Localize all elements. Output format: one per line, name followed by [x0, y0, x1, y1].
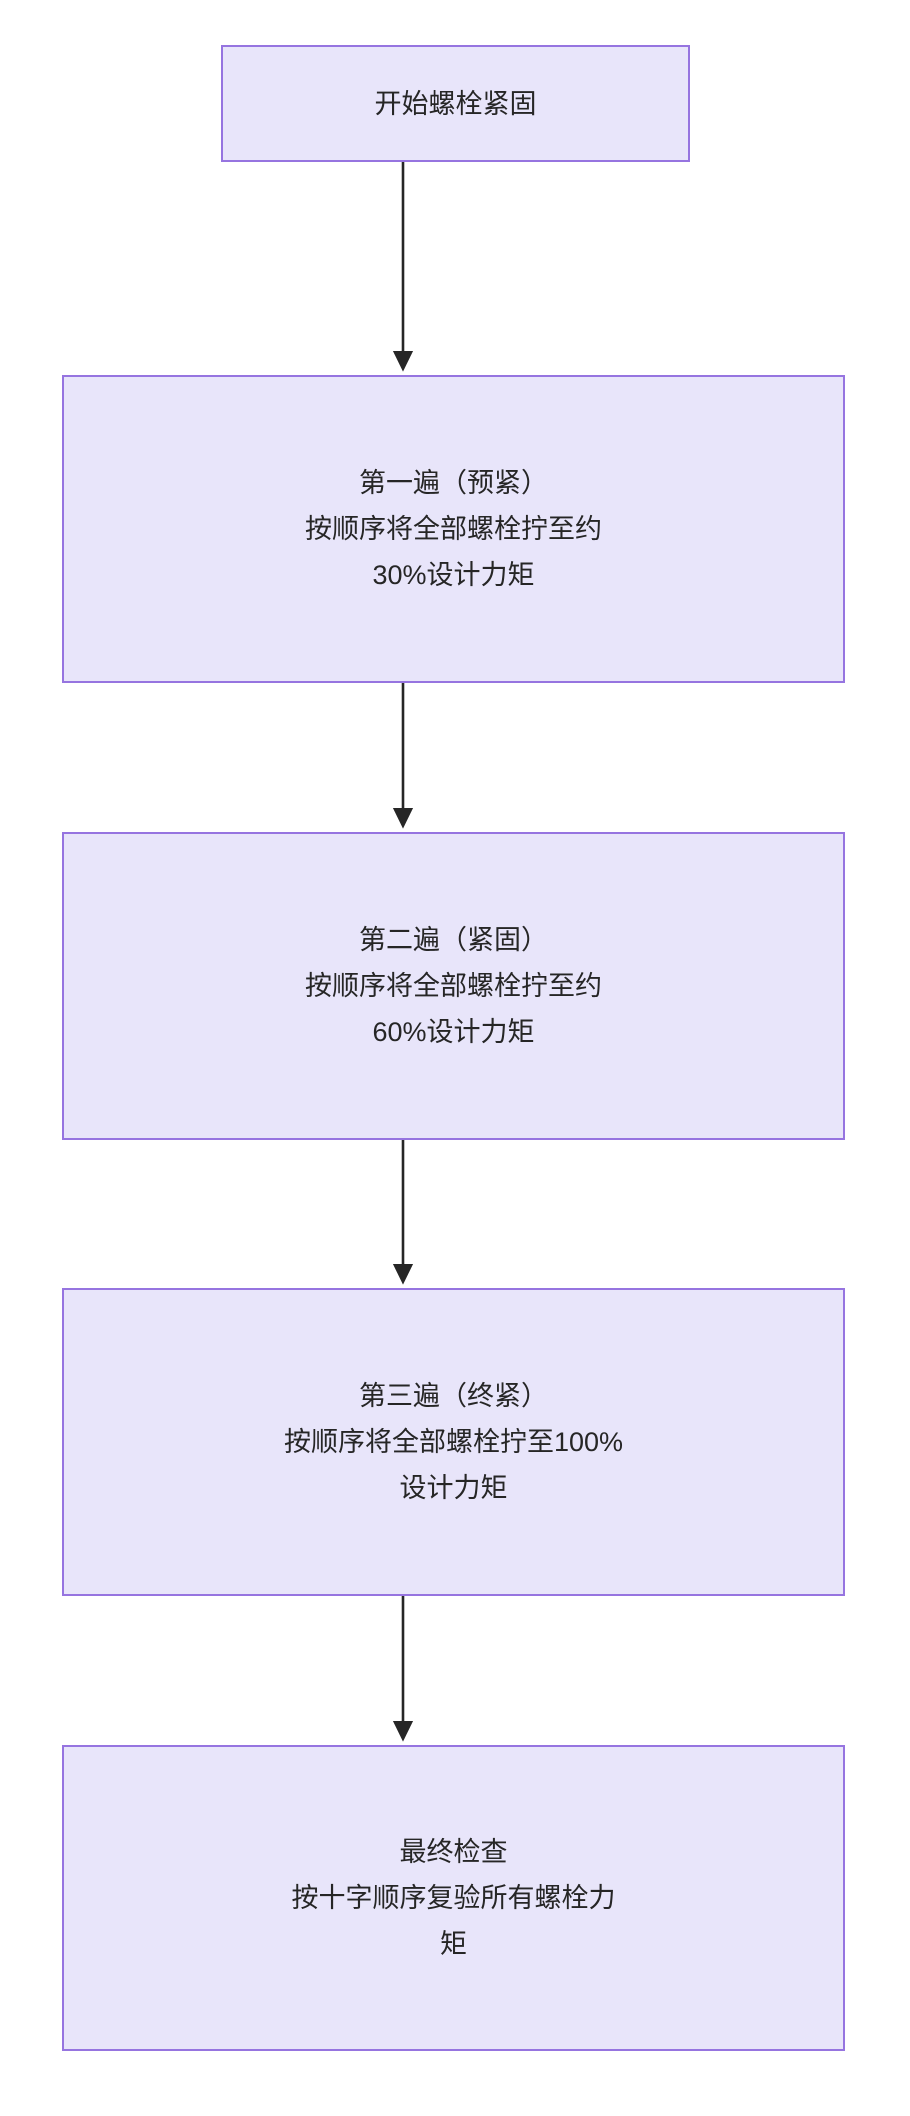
node-pass1-line-1: 第一遍（预紧）: [359, 468, 548, 498]
node-pass1[interactable]: 第一遍（预紧） 按顺序将全部螺栓拧至约 30%设计力矩: [62, 375, 845, 683]
node-start-line-1: 开始螺栓紧固: [374, 88, 537, 119]
node-pass3-line-2: 按顺序将全部螺栓拧至100%: [283, 1427, 624, 1457]
node-final-check[interactable]: 最终检查 按十字顺序复验所有螺栓力 矩: [62, 1745, 845, 2051]
node-pass1-line-2: 按顺序将全部螺栓拧至约: [305, 514, 602, 544]
node-pass3-line-1: 第三遍（终紧）: [359, 1381, 548, 1411]
node-final-check-line-1: 最终检查: [399, 1837, 508, 1867]
node-pass3-line-3: 设计力矩: [399, 1473, 508, 1503]
node-pass2-line-2: 按顺序将全部螺栓拧至约: [305, 971, 602, 1001]
node-pass2[interactable]: 第二遍（紧固） 按顺序将全部螺栓拧至约 60%设计力矩: [62, 832, 845, 1140]
node-final-check-line-2: 按十字顺序复验所有螺栓力: [291, 1883, 616, 1913]
node-pass2-line-1: 第二遍（紧固）: [359, 925, 548, 955]
node-pass1-line-3: 30%设计力矩: [372, 560, 535, 590]
node-start[interactable]: 开始螺栓紧固: [221, 45, 690, 162]
node-pass3[interactable]: 第三遍（终紧） 按顺序将全部螺栓拧至100% 设计力矩: [62, 1288, 845, 1596]
node-pass2-line-3: 60%设计力矩: [372, 1017, 535, 1047]
node-final-check-line-3: 矩: [440, 1929, 467, 1959]
